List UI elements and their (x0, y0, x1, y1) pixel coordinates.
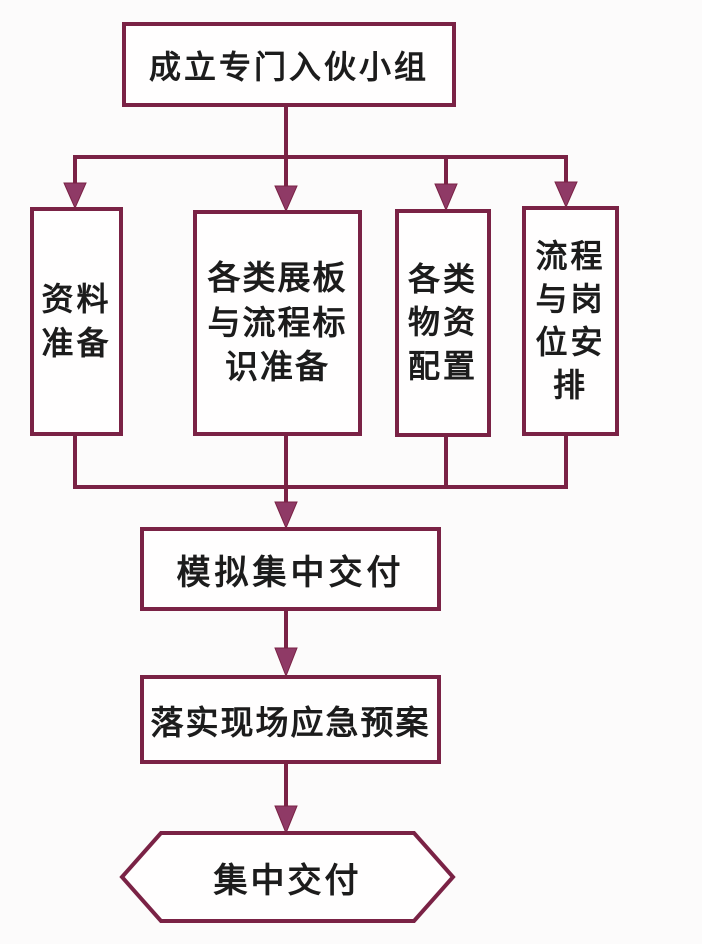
node-material-preparation-label: 资料 准备 (41, 281, 112, 361)
node-material-preparation: 资料 准备 (30, 207, 123, 436)
node-process-post-arrangement-label: 流程 与岗 位安 排 (535, 237, 606, 404)
node-supplies-allocation-label: 各类 物资 配置 (407, 261, 478, 384)
node-simulated-delivery: 模拟集中交付 (140, 527, 441, 611)
arrowhead-icon (274, 647, 298, 678)
node-boards-signs-preparation-label: 各类展板 与流程标 识准备 (207, 259, 348, 386)
arrowhead-icon (434, 183, 458, 212)
node-start: 成立专门入伙小组 (122, 22, 456, 107)
node-emergency-plan: 落实现场应急预案 (140, 675, 441, 764)
arrowhead-icon (63, 182, 87, 210)
node-start-label: 成立专门入伙小组 (148, 48, 429, 85)
arrowhead-icon (554, 181, 578, 209)
end-node-hexagon-shape (119, 831, 456, 923)
node-simulated-delivery-label: 模拟集中交付 (176, 553, 405, 592)
node-end: 集中交付 (161, 842, 414, 912)
node-emergency-plan-label: 落实现场应急预案 (150, 703, 431, 741)
arrowhead-icon (274, 501, 298, 530)
node-end-label: 集中交付 (213, 861, 362, 900)
node-process-post-arrangement: 流程 与岗 位安 排 (522, 206, 619, 436)
node-supplies-allocation: 各类 物资 配置 (395, 209, 491, 437)
arrowhead-icon (274, 805, 298, 835)
arrowhead-icon (274, 185, 298, 213)
node-boards-signs-preparation: 各类展板 与流程标 识准备 (193, 210, 362, 436)
